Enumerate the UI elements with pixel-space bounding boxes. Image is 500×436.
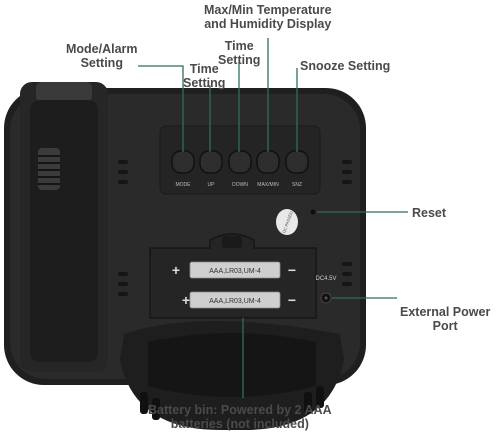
- mode-button[interactable]: MODE: [171, 150, 195, 188]
- svg-text:AAA,LR03,UM-4: AAA,LR03,UM-4: [209, 268, 261, 275]
- projector-arm-face: [30, 100, 98, 362]
- callout-external-power: External Power Port: [400, 305, 491, 333]
- projector-lens-housing: [36, 82, 92, 102]
- vent-slots-left: [118, 160, 128, 296]
- stand-ribs: [140, 386, 324, 420]
- callout-mode-alarm: Mode/Alarm Setting: [66, 42, 138, 70]
- vent-slots-right: [342, 160, 352, 286]
- button-label: MAX/MIN: [257, 182, 279, 188]
- stand-inner: [148, 333, 316, 397]
- svg-text:AAA,LR03,UM-4: AAA,LR03,UM-4: [209, 298, 261, 305]
- callout-snooze: Snooze Setting: [300, 59, 391, 73]
- svg-text:DC4.5V: DC4.5V: [315, 276, 336, 282]
- button-label: DOWN: [232, 182, 248, 188]
- button-label: UP: [208, 182, 216, 188]
- battery-slot-2: AAA,LR03,UM-4 + −: [182, 291, 296, 309]
- callout-lines: [138, 38, 408, 398]
- svg-text:−: −: [288, 262, 296, 278]
- svg-text:−: −: [288, 292, 296, 308]
- qc-sticker: QC PASSED: [276, 209, 298, 235]
- up-button[interactable]: UP: [199, 150, 223, 188]
- battery-slot-1: AAA,LR03,UM-4 + −: [172, 261, 296, 279]
- focus-wheel[interactable]: [38, 148, 60, 190]
- reset-pinhole[interactable]: [310, 209, 316, 215]
- maxmin-button[interactable]: MAX/MIN: [256, 150, 280, 188]
- callout-time-setting-down: Time Setting: [218, 39, 261, 67]
- button-label: MODE: [176, 182, 192, 188]
- svg-text:+: +: [172, 262, 180, 278]
- down-button[interactable]: DOWN: [228, 150, 252, 188]
- button-label: SNZ: [292, 182, 302, 188]
- svg-text:+: +: [182, 292, 190, 308]
- battery-cover-tab[interactable]: [222, 236, 242, 248]
- callout-time-setting-up: Time Setting: [183, 62, 226, 90]
- dc-power-port[interactable]: DC4.5V: [315, 276, 337, 304]
- callout-maxmin-display: Max/Min Temperature and Humidity Display: [204, 3, 332, 31]
- callout-reset: Reset: [412, 206, 447, 220]
- callout-battery-bin: Battery bin: Powered by 2 AAA batteries …: [148, 403, 332, 431]
